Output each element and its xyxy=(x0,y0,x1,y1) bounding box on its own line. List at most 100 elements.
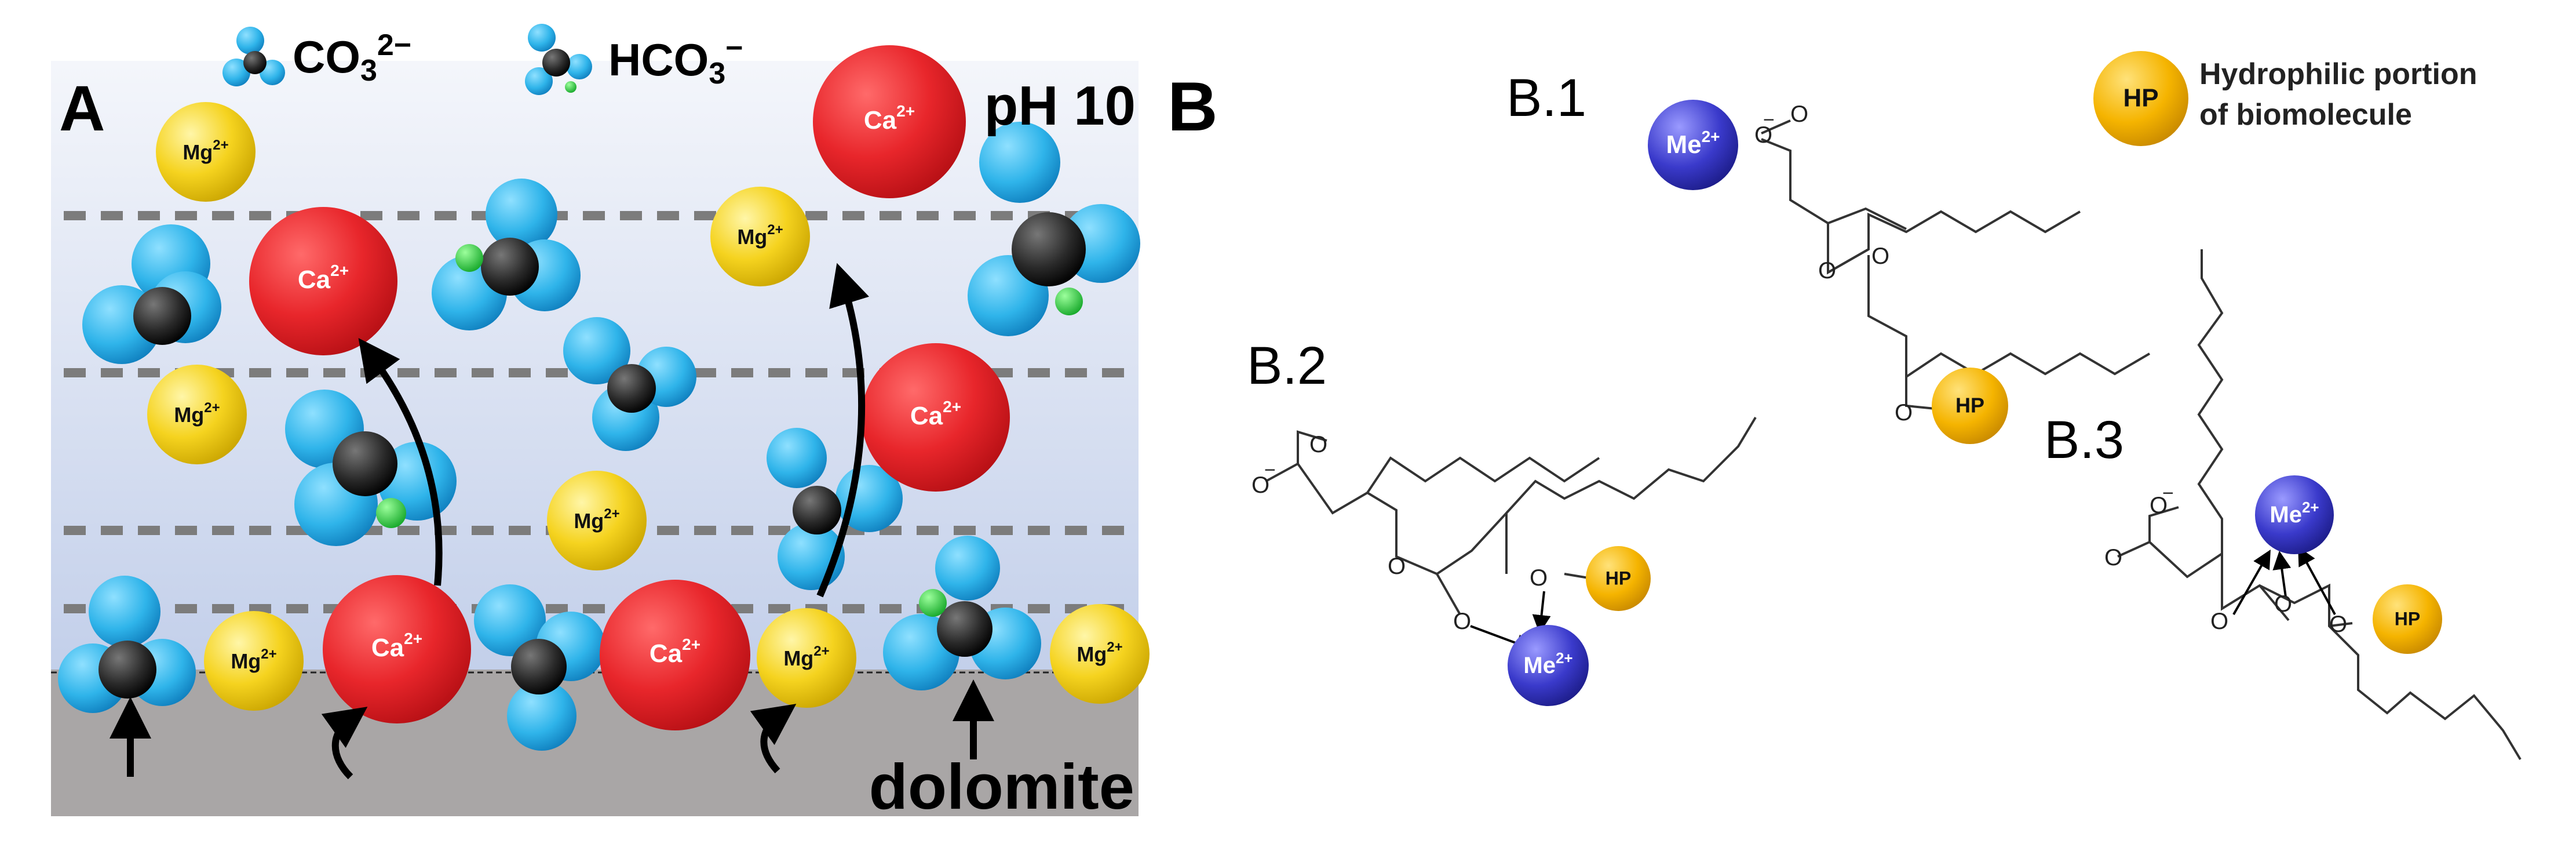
ion-charge: 2+ xyxy=(896,102,915,120)
svg-text:Mg2+: Mg2+ xyxy=(783,643,829,670)
ion-symbol: Mg xyxy=(174,403,204,427)
metal-charge: 2+ xyxy=(1702,128,1720,146)
ca-ion: Ca2+ xyxy=(249,207,397,355)
ion-symbol: Mg xyxy=(1077,642,1107,666)
mg-ion: Mg2+ xyxy=(204,611,304,711)
hp-badge-text: HP xyxy=(2123,84,2158,112)
panel-a-label: A xyxy=(59,73,105,144)
bicarbonate-molecule xyxy=(883,536,1041,690)
metal-symbol: Me xyxy=(1666,130,1701,159)
legend-formula: HCO xyxy=(608,34,709,85)
svg-text:Mg2+: Mg2+ xyxy=(231,646,276,672)
legend-formula: CO xyxy=(293,31,360,82)
negative-charge: − xyxy=(1763,109,1775,131)
svg-text:Ca2+: Ca2+ xyxy=(864,102,915,134)
mg-ion: Mg2+ xyxy=(147,365,247,464)
sub-label-b3: B.3 xyxy=(2044,410,2124,470)
hp-badge-text: HP xyxy=(1606,568,1631,588)
hp-group-b2: HP xyxy=(1586,546,1651,611)
carbonate-molecule xyxy=(58,576,196,713)
ph-label: pH 10 xyxy=(984,75,1136,137)
bicarbonate-molecule-icon xyxy=(525,24,592,95)
oxygen-atom: O xyxy=(1818,258,1836,283)
panel-a: Ca2+ Ca2+ Ca2+ Ca2+ Ca2+ Mg2+ Mg2+ xyxy=(51,24,1150,823)
oxygen-atom: O xyxy=(1754,122,1772,148)
hp-badge-text: HP xyxy=(2395,608,2420,629)
ion-symbol: Ca xyxy=(650,639,683,668)
svg-text:Ca2+: Ca2+ xyxy=(650,635,700,667)
ion-symbol: Ca xyxy=(910,402,943,430)
negative-charge: − xyxy=(2162,482,2174,504)
bicarbonate-molecule xyxy=(432,179,581,330)
ion-charge: 2+ xyxy=(204,400,220,416)
svg-text:Mg2+: Mg2+ xyxy=(574,506,619,532)
ion-charge: 2+ xyxy=(767,222,783,238)
coordination-arrow xyxy=(2232,550,2271,615)
svg-text:Me2+: Me2+ xyxy=(1523,649,1572,678)
legend-subscript: 3 xyxy=(360,54,377,88)
legend-hp: HP Hydrophilic portion of biomolecule xyxy=(2093,51,2478,146)
legend-subscript: 3 xyxy=(709,57,725,90)
curved-arrow xyxy=(321,707,368,780)
coordination-arrow xyxy=(2298,546,2336,615)
oxygen-atom: O xyxy=(2274,591,2292,617)
ion-symbol: Ca xyxy=(864,106,897,134)
ion-symbol: Mg xyxy=(231,649,261,673)
ca-ion: Ca2+ xyxy=(813,45,966,198)
ion-charge: 2+ xyxy=(261,646,276,662)
mg-ion: Mg2+ xyxy=(1050,604,1150,704)
legend-carbonate: CO32− xyxy=(222,27,411,88)
ca-ion: Ca2+ xyxy=(862,343,1010,492)
ion-symbol: Ca xyxy=(371,634,404,662)
sub-label-b1: B.1 xyxy=(1506,68,1586,128)
oxygen-atom: O xyxy=(1453,609,1471,634)
svg-text:Ca2+: Ca2+ xyxy=(910,398,961,430)
sub-label-b2: B.2 xyxy=(1247,336,1327,395)
structure-b2-atoms: O − O O O O xyxy=(1251,432,1548,634)
mg-ion: Mg2+ xyxy=(710,187,810,286)
oxygen-atom: O xyxy=(2150,493,2168,518)
hp-badge-icon xyxy=(2093,51,2188,146)
oxygen-atom: O xyxy=(2210,609,2228,634)
structure-b1-atoms: O − O O O O xyxy=(1754,101,1913,426)
oxygen-atom: O xyxy=(1895,400,1913,426)
carbonate-molecule xyxy=(82,224,221,364)
carbonate-molecule xyxy=(474,584,605,751)
metal-symbol: Me xyxy=(1523,653,1556,678)
dissolution-arrow xyxy=(358,338,443,586)
dolomite-label: dolomite xyxy=(869,751,1134,823)
bicarbonate-molecule xyxy=(968,122,1140,336)
svg-text:Ca2+: Ca2+ xyxy=(371,630,422,661)
oxygen-atom: O xyxy=(1309,432,1327,457)
ion-symbol: Ca xyxy=(298,266,331,294)
legend-text-line: Hydrophilic portion xyxy=(2199,57,2478,91)
structure-b3-atoms: O O − O O O xyxy=(2104,482,2347,637)
hp-group-b3: HP xyxy=(2373,584,2442,654)
hp-group-b1: HP xyxy=(1932,368,2008,444)
hp-badge-text: HP xyxy=(1955,394,1984,417)
metal-charge: 2+ xyxy=(2302,499,2319,516)
ca-ion: Ca2+ xyxy=(323,575,471,723)
oxygen-atom: O xyxy=(1530,565,1548,591)
oxygen-atom: O xyxy=(2104,545,2122,570)
metal-symbol: Me xyxy=(2269,502,2302,528)
ion-symbol: Mg xyxy=(574,509,604,533)
svg-text:Ca2+: Ca2+ xyxy=(298,261,349,293)
ion-charge: 2+ xyxy=(213,137,228,153)
svg-text:Mg2+: Mg2+ xyxy=(174,400,220,426)
mg-ion: Mg2+ xyxy=(547,471,647,570)
oxygen-atom: O xyxy=(1871,243,1889,269)
panel-b-label: B xyxy=(1167,68,1218,146)
svg-text:Mg2+: Mg2+ xyxy=(1077,639,1122,665)
legend-text-line: of biomolecule xyxy=(2199,98,2412,132)
bicarbonate-molecule xyxy=(285,390,457,546)
ion-charge: 2+ xyxy=(943,398,961,416)
panel-b: B B.1 B.2 B.3 HP Hydrophilic portion of … xyxy=(1167,51,2522,761)
ion-charge: 2+ xyxy=(404,630,422,648)
oxygen-atom: O xyxy=(1790,101,1808,127)
svg-text:Me2+: Me2+ xyxy=(2269,499,2319,528)
ion-charge: 2+ xyxy=(813,643,829,659)
carbonate-molecule xyxy=(563,317,696,451)
ion-charge: 2+ xyxy=(1107,639,1122,655)
